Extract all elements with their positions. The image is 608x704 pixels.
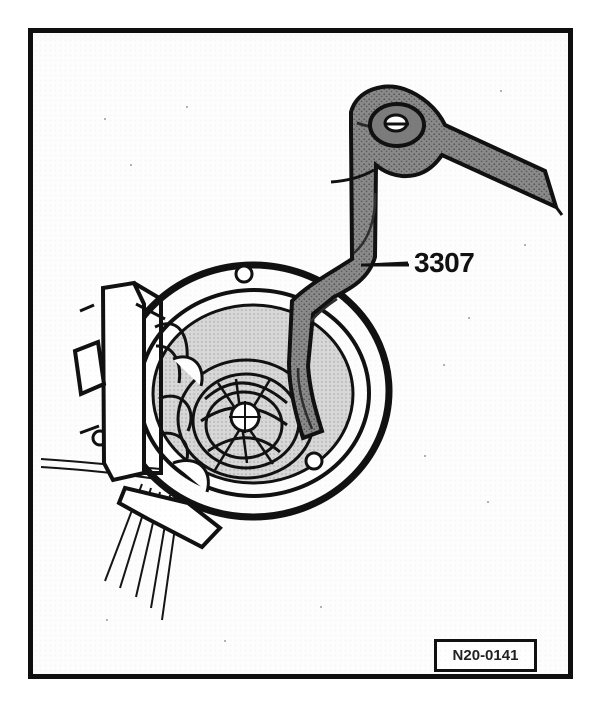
speckle-texture [104, 90, 526, 642]
figure-id-badge: N20-0141 [434, 639, 537, 672]
bracket-assembly [72, 280, 223, 550]
technical-illustration [40, 84, 564, 642]
diagram-frame: 3307 N20-0141 [28, 28, 573, 679]
tool-3307 [286, 84, 564, 441]
clutch-assembly [176, 358, 316, 480]
part-callout-label: 3307 [414, 247, 475, 278]
